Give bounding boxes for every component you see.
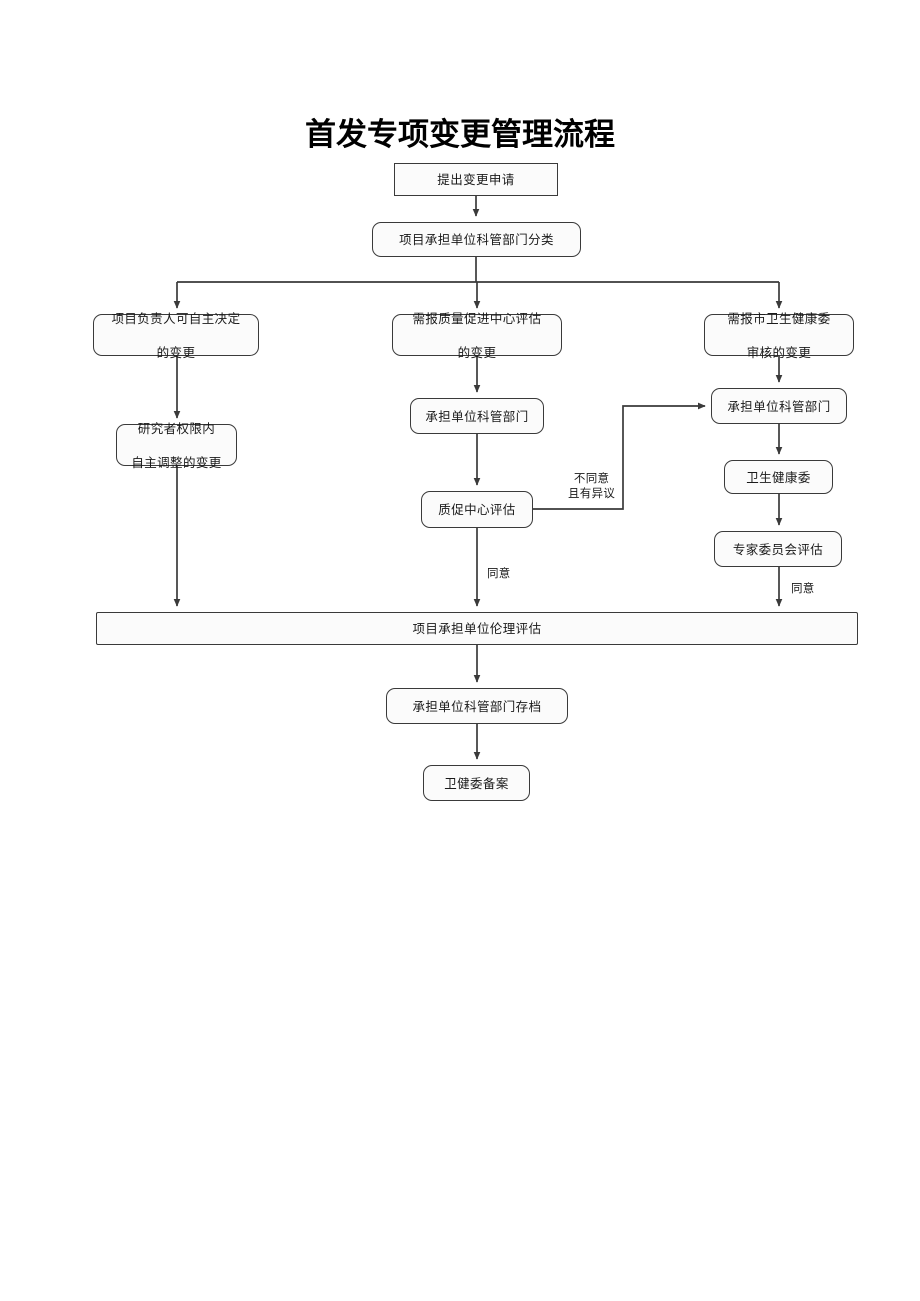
node-label: 需报市卫生健康委 审核的变更 bbox=[727, 310, 831, 360]
node-label: 卫生健康委 bbox=[746, 469, 811, 485]
node-label: 项目承担单位科管部门分类 bbox=[399, 232, 554, 247]
edge-label-agree-center: 同意 bbox=[487, 566, 511, 580]
node-label: 专家委员会评估 bbox=[732, 541, 824, 557]
node-unit-ethics-review[interactable]: 项目承担单位伦理评估 bbox=[96, 612, 858, 645]
node-health-commission-filing[interactable]: 卫健委备案 bbox=[423, 765, 530, 801]
node-unit-research-dept-right[interactable]: 承担单位科管部门 bbox=[711, 388, 847, 424]
node-label: 承担单位科管部门存档 bbox=[412, 698, 542, 714]
node-expert-committee-evaluation[interactable]: 专家委员会评估 bbox=[714, 531, 842, 567]
node-unit-research-dept-archive[interactable]: 承担单位科管部门存档 bbox=[386, 688, 568, 724]
node-pi-self-decided-change[interactable]: 项目负责人可自主决定 的变更 bbox=[93, 311, 259, 360]
node-city-health-commission-change[interactable]: 需报市卫生健康委 审核的变更 bbox=[704, 311, 854, 360]
edge-label-disagree-with-objection: 不同意 且有异议 bbox=[568, 471, 616, 500]
node-quality-center-review-change[interactable]: 需报质量促进中心评估 的变更 bbox=[392, 311, 562, 360]
node-investigator-authority-adjustment[interactable]: 研究者权限内 自主调整的变更 bbox=[116, 421, 237, 470]
node-label: 需报质量促进中心评估 的变更 bbox=[412, 310, 542, 360]
node-quality-center-evaluation[interactable]: 质促中心评估 bbox=[421, 491, 533, 528]
node-label: 质促中心评估 bbox=[438, 502, 516, 517]
node-label: 卫健委备案 bbox=[444, 775, 509, 791]
page-title: 首发专项变更管理流程 bbox=[305, 117, 615, 153]
node-submit-change-application[interactable]: 提出变更申请 bbox=[394, 163, 558, 196]
node-unit-research-dept-classification[interactable]: 项目承担单位科管部门分类 bbox=[372, 222, 581, 257]
node-label: 研究者权限内 自主调整的变更 bbox=[131, 420, 222, 470]
edge-feedback-disagree bbox=[533, 402, 706, 510]
node-unit-research-dept-center[interactable]: 承担单位科管部门 bbox=[410, 398, 544, 434]
node-health-commission[interactable]: 卫生健康委 bbox=[724, 460, 833, 494]
node-label: 承担单位科管部门 bbox=[425, 408, 529, 424]
edge-label-agree-right: 同意 bbox=[791, 581, 815, 595]
node-label: 提出变更申请 bbox=[437, 172, 515, 187]
node-label: 承担单位科管部门 bbox=[727, 398, 831, 414]
node-label: 项目负责人可自主决定 的变更 bbox=[111, 310, 241, 360]
node-label: 项目承担单位伦理评估 bbox=[412, 621, 542, 636]
